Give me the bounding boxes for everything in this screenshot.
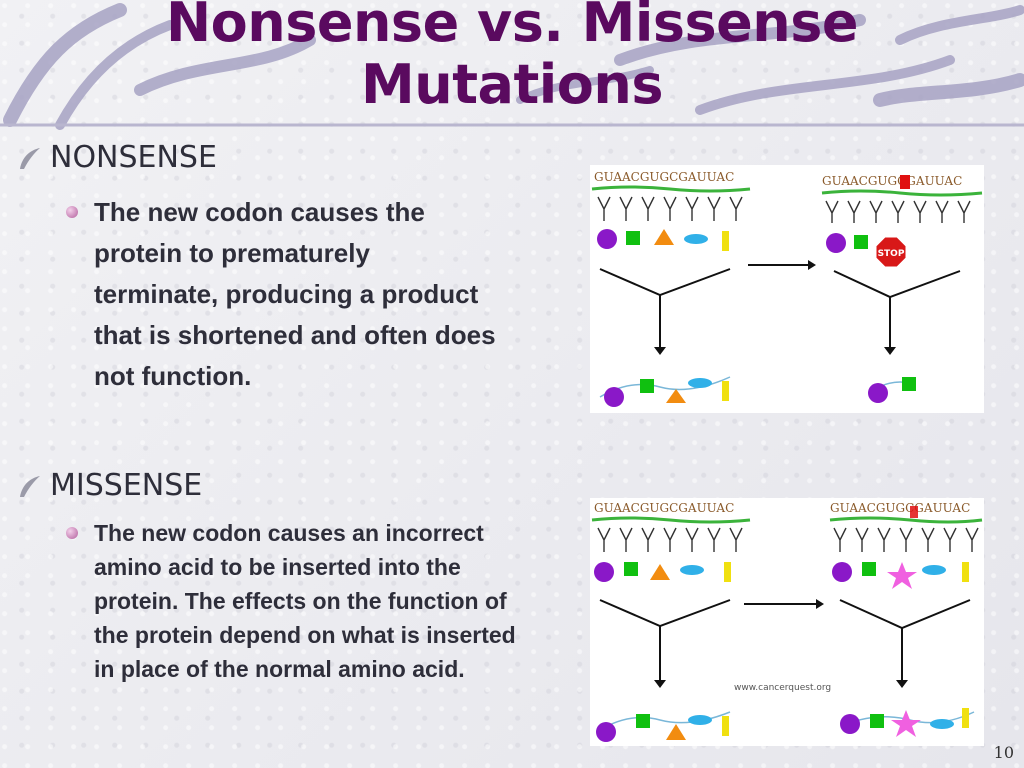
- amino-acid-triangle: [650, 564, 670, 580]
- arrow-head-icon: [896, 680, 908, 688]
- peptide-square: [870, 714, 884, 728]
- peptide-circle: [840, 714, 860, 734]
- amino-acid-bar: [724, 562, 731, 582]
- nonsense-line: not function.: [94, 361, 252, 391]
- peptide-oval: [688, 715, 712, 725]
- mutation-arrow-head-icon: [808, 260, 816, 270]
- nonsense-line: terminate, producing a product: [94, 279, 479, 309]
- leaf-bullet-icon: [20, 475, 40, 497]
- amino-acid-oval: [684, 234, 708, 244]
- title-line-2: Mutations: [361, 53, 663, 116]
- nonsense-diagram: GUAACGUGCGAUUAC GUAACGUGCGAUUAC: [590, 165, 984, 413]
- mrna-strand: [591, 516, 751, 524]
- peptide-circle: [604, 387, 624, 407]
- peptide-circle: [868, 383, 888, 403]
- stop-sign-label: STOP: [878, 249, 905, 259]
- nonsense-description: The new codon causes the protein to prem…: [66, 192, 586, 397]
- peptide-triangle: [666, 724, 686, 740]
- missense-line: amino acid to be inserted into the: [94, 554, 461, 580]
- peptide-bar: [962, 708, 969, 728]
- mutated-mrna-sequence: GUAACGUGCGAUUAC: [822, 174, 962, 188]
- amino-acid-bar: [962, 562, 969, 582]
- arrow-head-icon: [654, 347, 666, 355]
- missense-line: the protein depend on what is inserted: [94, 622, 516, 648]
- amino-acid-circle: [826, 233, 846, 253]
- mutated-trna-anticodons: [825, 200, 971, 223]
- mutated-mrna-strand: [829, 516, 983, 524]
- nonsense-heading: NONSENSE: [50, 140, 217, 175]
- missense-line: The new codon causes an incorrect: [94, 520, 484, 546]
- sub-bullet-icon: [66, 206, 78, 218]
- mutated-mrna-strand: [821, 189, 983, 197]
- arrow-head-icon: [654, 680, 666, 688]
- ribosome-arrow: [599, 268, 731, 351]
- amino-acid-triangle: [654, 229, 674, 245]
- missense-diagram: GUAACGUGCGAUUAC GUAACGUGCGAUUAC: [590, 498, 984, 746]
- amino-acid-circle: [832, 562, 852, 582]
- title-line-1: Nonsense vs. Missense: [165, 0, 859, 54]
- peptide-bar: [722, 381, 729, 401]
- mrna-strand: [591, 185, 751, 193]
- normal-translation-panel: GUAACGUGCGAUUAC: [591, 170, 751, 407]
- missense-description: The new codon causes an incorrect amino …: [66, 516, 586, 686]
- peptide-square: [640, 379, 654, 393]
- peptide-bar: [722, 716, 729, 736]
- nonsense-line: The new codon causes the: [94, 197, 425, 227]
- slide-title: Nonsense vs. Missense Mutations: [0, 0, 1024, 116]
- trna-anticodons: [597, 527, 743, 552]
- nonsense-line: protein to prematurely: [94, 238, 370, 268]
- peptide-square: [902, 377, 916, 391]
- amino-acid-oval: [922, 565, 946, 575]
- missense-line: protein. The effects on the function of: [94, 588, 507, 614]
- amino-acid-oval: [680, 565, 704, 575]
- peptide-circle: [596, 722, 616, 742]
- amino-acid-circle: [597, 229, 617, 249]
- peptide-star: [891, 710, 921, 737]
- ribosome-arrow: [839, 599, 971, 684]
- nonsense-translation-panel: GUAACGUGCGAUUAC STOP: [821, 174, 983, 403]
- amino-acid-square: [624, 562, 638, 576]
- missense-line: in place of the normal amino acid.: [94, 656, 465, 682]
- sub-bullet-icon: [66, 527, 78, 539]
- amino-acid-circle: [594, 562, 614, 582]
- decorative-swirls: [0, 3, 1024, 130]
- ribosome-arrow: [599, 599, 731, 684]
- ribosome-arrow: [833, 270, 961, 351]
- peptide-square: [636, 714, 650, 728]
- mutated-codon-marker: [910, 506, 918, 518]
- mutated-mrna-sequence: GUAACGUGCGAUUAC: [830, 501, 970, 515]
- amino-acid-bar: [722, 231, 729, 251]
- amino-acid-square: [854, 235, 868, 249]
- peptide-oval: [688, 378, 712, 388]
- missense-bullet: MISSENSE: [16, 468, 202, 503]
- missense-heading: MISSENSE: [50, 468, 203, 503]
- image-credit: www.cancerquest.org: [734, 683, 831, 693]
- nonsense-bullet: NONSENSE: [16, 140, 217, 175]
- amino-acid-square: [862, 562, 876, 576]
- missense-translation-panel: GUAACGUGCGAUUAC www.cancerquest.org: [734, 501, 983, 737]
- leaf-bullet-icon: [20, 147, 40, 169]
- normal-translation-panel: GUAACGUGCGAUUAC: [591, 501, 751, 742]
- mrna-sequence: GUAACGUGCGAUUAC: [594, 501, 734, 515]
- substituted-amino-acid-star: [887, 562, 917, 589]
- mutated-codon-marker: [900, 175, 910, 189]
- nonsense-line: that is shortened and often does: [94, 320, 496, 350]
- page-number: 10: [993, 743, 1014, 762]
- arrow-head-icon: [884, 347, 896, 355]
- amino-acid-square: [626, 231, 640, 245]
- mutation-arrow-head-icon: [816, 599, 824, 609]
- peptide-triangle: [666, 389, 686, 403]
- peptide-oval: [930, 719, 954, 729]
- stop-sign-icon: STOP: [875, 236, 907, 268]
- mrna-sequence: GUAACGUGCGAUUAC: [594, 170, 734, 184]
- mutated-trna-anticodons: [833, 527, 979, 552]
- trna-anticodons: [597, 196, 743, 221]
